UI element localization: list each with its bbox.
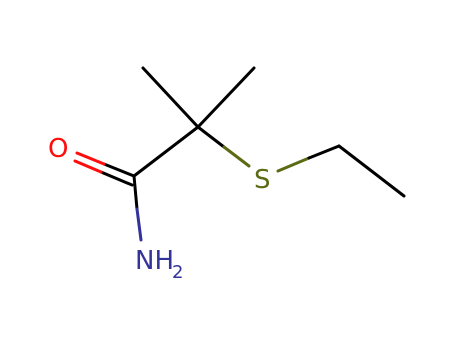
- nitrogen-subscript: 2: [172, 262, 183, 283]
- sulfur-label: S: [254, 165, 271, 195]
- atom-labels: O S NH 2: [48, 134, 271, 283]
- bond-carbonyl-o-inner-dark: [99, 170, 134, 187]
- bond-c-carbonyl: [132, 125, 200, 178]
- bond-methyl2-c: [196, 66, 256, 129]
- bond-carbonyl-n-blue: [135, 207, 143, 242]
- bond-ch2-ch3: [337, 144, 406, 198]
- bond-carbonyl-o-outer-red: [75, 151, 106, 166]
- bond-carbonyl-o-outer-dark: [102, 162, 136, 178]
- bond-c-s-dark: [196, 125, 226, 149]
- nitrogen-label: NH: [135, 246, 174, 276]
- bonds: [73, 66, 406, 242]
- oxygen-label: O: [48, 134, 68, 164]
- bond-carbonyl-n-dark: [132, 174, 139, 211]
- bond-carbonyl-o-inner-red: [73, 159, 103, 174]
- bond-c-s-olive: [222, 145, 251, 168]
- bond-s-ch2-dark: [307, 144, 341, 160]
- bond-methyl1-c: [141, 66, 200, 129]
- bond-s-ch2-olive: [276, 156, 311, 173]
